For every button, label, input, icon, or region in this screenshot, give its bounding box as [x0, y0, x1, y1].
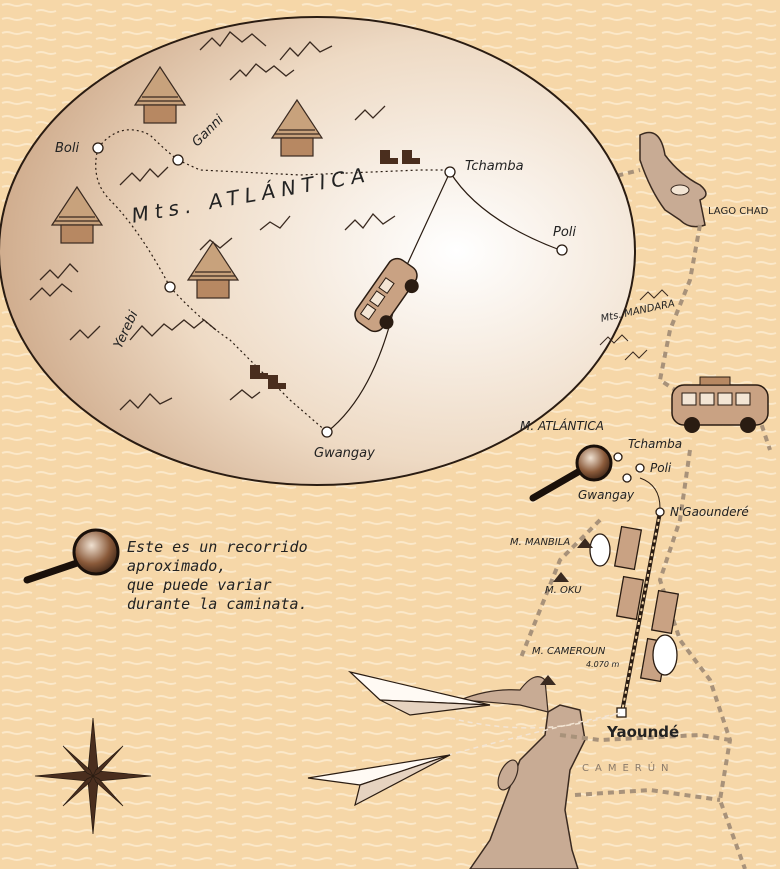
place-label-tchamba-inset: Tchamba — [465, 159, 524, 174]
mountain-icon — [540, 538, 593, 685]
place-label-poli-main: Poli — [650, 461, 672, 475]
place-label-gwangay-inset: Gwangay — [314, 446, 375, 461]
route-note-line: que puede variar — [127, 576, 272, 594]
lake-chad — [639, 131, 707, 228]
atlantica-label: M. ATLÁNTICA — [520, 419, 604, 433]
mountain-elevation: 4.070 m — [586, 660, 620, 669]
place-label-gwangay-main: Gwangay — [578, 488, 635, 502]
inset-place-markers — [92, 142, 568, 438]
coastline — [459, 676, 586, 869]
bus-icon — [354, 257, 419, 333]
bus-icon — [671, 376, 769, 433]
country-label: CAMERÚN — [582, 763, 675, 774]
inset-mountains — [29, 31, 396, 411]
train-icon — [589, 525, 680, 683]
mountain-label-oku: M. OKU — [545, 585, 582, 596]
mountain-label-manbila: M. MANBILA — [510, 537, 571, 548]
capital-label-yaounde: Yaoundé — [607, 723, 680, 741]
place-label-poli-inset: Poli — [553, 225, 577, 240]
main-route-arrow — [639, 477, 661, 509]
place-label-boli: Boli — [55, 141, 80, 156]
railway — [620, 511, 662, 713]
airplane-icon — [307, 670, 491, 807]
compass-rose-icon — [34, 717, 152, 835]
route-note-line: durante la caminata. — [127, 595, 308, 613]
magnifier-icon — [529, 444, 613, 502]
mountain-label-cameroun: M. CAMEROUN — [532, 646, 606, 657]
place-label-ngaoundere: N'Gaounderé — [670, 505, 749, 519]
hut-icon — [50, 65, 324, 299]
mandara-hills — [599, 289, 669, 361]
magnifier-icon — [23, 528, 120, 584]
place-label-tchamba-main: Tchamba — [628, 437, 683, 451]
boots-icon — [250, 150, 420, 389]
flight-paths — [429, 712, 621, 761]
route-note: Este es un recorrido aproximado, que pue… — [127, 538, 308, 614]
route-note-line: aproximado, — [127, 557, 227, 575]
lake-label: LAGO CHAD — [708, 206, 769, 217]
inset-oval — [0, 16, 636, 486]
route-note-line: Este es un recorrido — [127, 538, 308, 556]
